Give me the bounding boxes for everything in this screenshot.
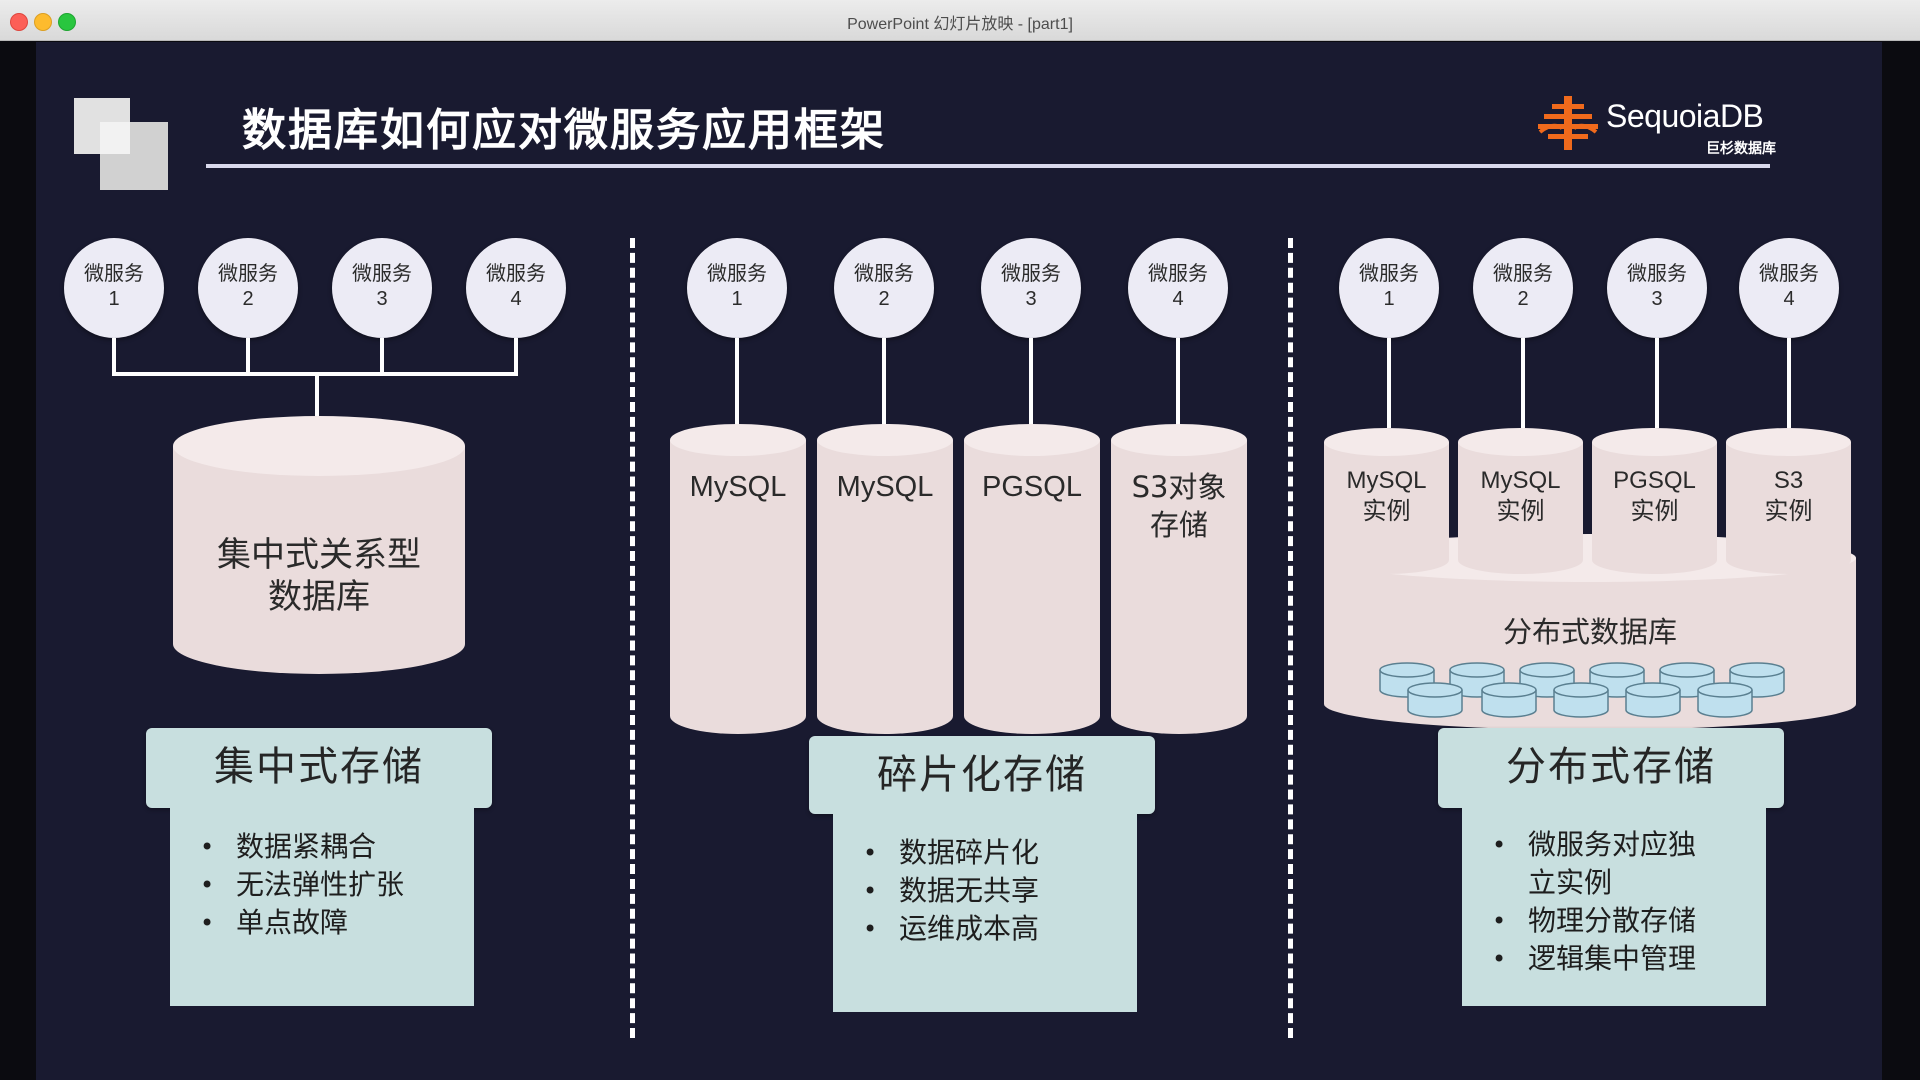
- database-label: PGSQL: [982, 471, 1082, 503]
- bullet-item: 无法弹性扩张: [200, 866, 474, 904]
- database-cylinder-icon: [817, 424, 953, 734]
- connector-line: [246, 338, 250, 376]
- sequoia-tree-icon: [1538, 96, 1598, 150]
- instance-cylinder: PGSQL 实例: [1592, 426, 1717, 578]
- connector-line: [882, 338, 886, 428]
- category-title: 集中式存储: [146, 728, 492, 808]
- close-window-button[interactable]: [10, 13, 28, 31]
- database-cylinder: S3对象 存储: [1111, 422, 1247, 736]
- bullet-item-continuation: 立实例: [1528, 866, 1613, 899]
- database-cylinder: MySQL: [817, 422, 953, 736]
- category-bullets: 微服务对应独 立实例 物理分散存储 逻辑集中管理: [1462, 808, 1766, 1006]
- bullet-item: 数据无共享: [863, 872, 1137, 910]
- database-cylinder-icon: [964, 424, 1100, 734]
- instance-label: MySQL 实例: [1346, 467, 1427, 525]
- bullet-item: 微服务对应独: [1492, 826, 1766, 864]
- microservice-node: 微服务 3: [981, 238, 1081, 338]
- panel-divider: [1288, 238, 1293, 1038]
- database-label: MySQL: [836, 471, 934, 503]
- connector-line: [1655, 338, 1659, 428]
- bullet-item: 物理分散存储: [1492, 902, 1766, 940]
- database-cylinder-icon: [1111, 424, 1247, 734]
- sequoiadb-logo: SequoiaDB 巨杉数据库: [1536, 92, 1776, 162]
- microservice-node: 微服务 2: [834, 238, 934, 338]
- database-label: 集中式关系型 数据库: [217, 535, 421, 617]
- minimize-window-button[interactable]: [34, 13, 52, 31]
- storage-nodes: [1379, 662, 1785, 718]
- distributed-database-cylinder: 分布式数据库: [1324, 532, 1856, 732]
- category-bullets: 数据紧耦合 无法弹性扩张 单点故障: [170, 808, 474, 1006]
- category-title: 分布式存储: [1438, 728, 1784, 808]
- title-decoration: [100, 122, 130, 154]
- microservice-node: 微服务 1: [64, 238, 164, 338]
- category-title: 碎片化存储: [809, 736, 1155, 814]
- database-label: S3对象 存储: [1131, 470, 1227, 542]
- disk-icon: [1553, 682, 1609, 718]
- central-database-cylinder: 集中式关系型 数据库: [171, 414, 467, 676]
- microservice-node: 微服务 2: [198, 238, 298, 338]
- microservice-node: 微服务 1: [687, 238, 787, 338]
- instance-cylinder: MySQL 实例: [1324, 426, 1449, 578]
- instance-label: S3 实例: [1764, 467, 1813, 525]
- connector-line: [315, 374, 319, 416]
- logo-subtitle: 巨杉数据库: [1706, 141, 1776, 157]
- bullet-item: 数据紧耦合: [200, 828, 474, 866]
- database-cylinder-icon: [1458, 428, 1583, 574]
- bullet-item: 运维成本高: [863, 910, 1137, 948]
- slide-title: 数据库如何应对微服务应用框架: [242, 105, 886, 156]
- microservice-node: 微服务 4: [466, 238, 566, 338]
- instance-label: PGSQL 实例: [1613, 467, 1696, 525]
- bullet-item: 逻辑集中管理: [1492, 940, 1766, 978]
- database-cylinder-icon: [1324, 428, 1449, 574]
- disk-icon: [1407, 682, 1463, 718]
- database-cylinder-icon: [670, 424, 806, 734]
- connector-line: [112, 338, 116, 376]
- database-cylinder-icon: [1726, 428, 1851, 574]
- microservice-node: 微服务 3: [332, 238, 432, 338]
- connector-line: [1029, 338, 1033, 428]
- bullet-item: 数据碎片化: [863, 834, 1137, 872]
- connector-line: [1387, 338, 1391, 428]
- connector-line: [514, 338, 518, 376]
- database-label: MySQL: [689, 471, 787, 503]
- connector-line: [735, 338, 739, 428]
- connector-line: [380, 338, 384, 376]
- microservice-node: 微服务 3: [1607, 238, 1707, 338]
- panel-divider: [630, 238, 635, 1038]
- microservice-node: 微服务 1: [1339, 238, 1439, 338]
- database-cylinder: MySQL: [670, 422, 806, 736]
- window-titlebar: PowerPoint 幻灯片放映 - [part1]: [0, 0, 1920, 41]
- microservice-node: 微服务 4: [1739, 238, 1839, 338]
- database-cylinder-icon: [173, 416, 465, 674]
- disk-icon: [1481, 682, 1537, 718]
- database-cylinder-icon: [1592, 428, 1717, 574]
- connector-line: [1787, 338, 1791, 428]
- connector-line: [1176, 338, 1180, 428]
- window-title: PowerPoint 幻灯片放映 - [part1]: [847, 16, 1073, 33]
- instance-cylinder: S3 实例: [1726, 426, 1851, 578]
- microservice-node: 微服务 4: [1128, 238, 1228, 338]
- disk-icon: [1625, 682, 1681, 718]
- category-bullets: 数据碎片化 数据无共享 运维成本高: [833, 814, 1137, 1012]
- zoom-window-button[interactable]: [58, 13, 76, 31]
- distributed-database-label: 分布式数据库: [1502, 615, 1677, 649]
- bullet-item: 单点故障: [200, 904, 474, 942]
- microservice-node: 微服务 2: [1473, 238, 1573, 338]
- title-underline: [206, 164, 1770, 168]
- instance-cylinder: MySQL 实例: [1458, 426, 1583, 578]
- disk-icon: [1697, 682, 1753, 718]
- instance-label: MySQL 实例: [1480, 467, 1561, 525]
- logo-name: SequoiaDB: [1606, 98, 1764, 134]
- slide[interactable]: 数据库如何应对微服务应用框架 SequoiaDB 巨杉数据库 微服务 1 微服务…: [36, 42, 1882, 1080]
- database-cylinder: PGSQL: [964, 422, 1100, 736]
- connector-line: [1521, 338, 1525, 428]
